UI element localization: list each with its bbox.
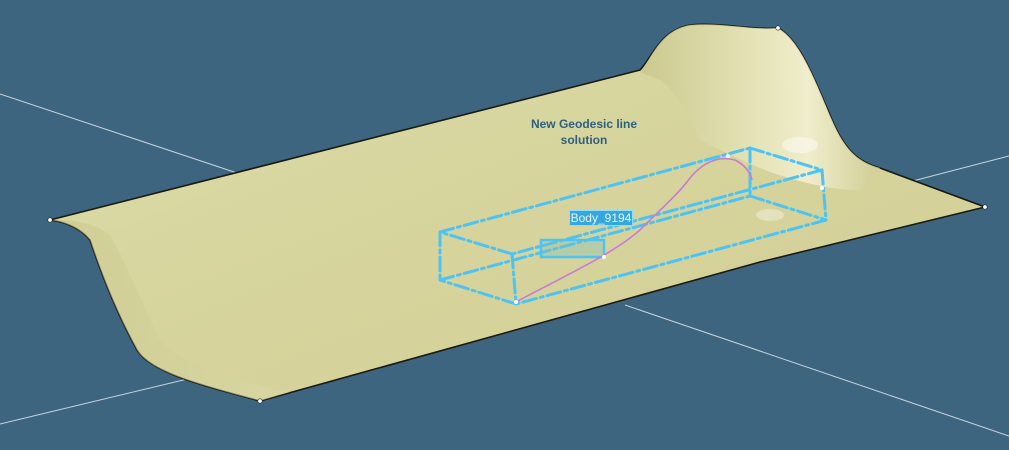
surface-vertices	[47, 25, 988, 404]
vertex-point[interactable]	[257, 398, 263, 404]
geodesic-endpoint[interactable]	[514, 300, 518, 304]
surface-patch[interactable]	[49, 23, 988, 402]
vertex-point[interactable]	[775, 25, 781, 31]
surface-highlight	[756, 209, 784, 221]
annotation-line-1: New Geodesic line	[530, 117, 638, 131]
body-tag[interactable]: Body_9194	[569, 210, 633, 226]
surface-highlight	[782, 137, 818, 153]
annotation-line-2: solution	[560, 133, 608, 147]
geodesic-endpoint[interactable]	[820, 186, 824, 190]
geodesic-endpoint[interactable]	[602, 255, 606, 259]
vertex-point[interactable]	[982, 204, 988, 210]
surface-fold-shading	[50, 219, 290, 401]
geodesic-line[interactable]	[515, 157, 753, 303]
surface-bump-shading	[640, 24, 880, 190]
vertex-point[interactable]	[47, 217, 53, 223]
geodesic-annotation: New Geodesic line solution	[520, 116, 648, 148]
geodesic-endpoint[interactable]	[726, 154, 730, 158]
inner-selection-box[interactable]	[539, 238, 606, 259]
